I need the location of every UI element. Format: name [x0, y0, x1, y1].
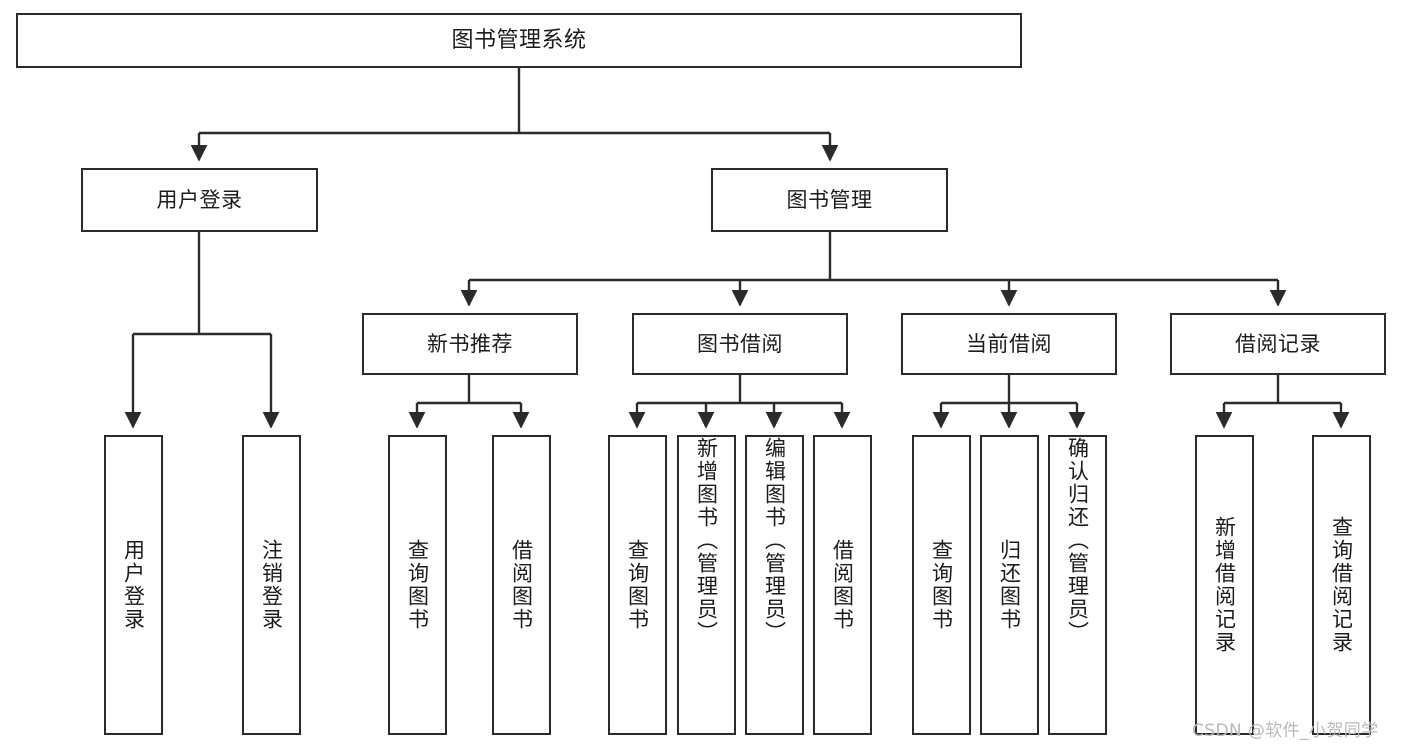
node-leaf-add-book[interactable]: 新增图书（管理员） — [677, 435, 736, 735]
node-leaf-borrow-book-1-label: 借阅图书 — [509, 539, 534, 631]
node-book-manage-label: 图书管理 — [786, 187, 873, 212]
node-leaf-borrow-book-2[interactable]: 借阅图书 — [813, 435, 872, 735]
node-leaf-add-book-label: 新增图书（管理员） — [694, 437, 719, 644]
node-new-book-rec[interactable]: 新书推荐 — [362, 313, 578, 375]
node-leaf-borrow-book-2-label: 借阅图书 — [830, 539, 855, 631]
node-leaf-confirm-return[interactable]: 确认归还（管理员） — [1048, 435, 1107, 735]
node-leaf-query-book-1-label: 查询图书 — [405, 539, 430, 631]
node-leaf-add-record[interactable]: 新增借阅记录 — [1195, 435, 1254, 735]
node-book-borrow-label: 图书借阅 — [697, 331, 783, 356]
node-leaf-edit-book-label: 编辑图书（管理员） — [762, 437, 787, 644]
node-leaf-user-logout[interactable]: 注销登录 — [242, 435, 301, 735]
node-borrow-record[interactable]: 借阅记录 — [1170, 313, 1386, 375]
node-leaf-confirm-return-label: 确认归还（管理员） — [1065, 437, 1090, 644]
node-leaf-query-book-2[interactable]: 查询图书 — [608, 435, 667, 735]
node-leaf-user-login-label: 用户登录 — [121, 539, 146, 631]
node-leaf-query-record[interactable]: 查询借阅记录 — [1312, 435, 1371, 735]
node-root-label: 图书管理系统 — [451, 27, 587, 53]
node-book-borrow[interactable]: 图书借阅 — [632, 313, 848, 375]
node-leaf-query-book-1[interactable]: 查询图书 — [388, 435, 447, 735]
node-new-book-rec-label: 新书推荐 — [427, 331, 513, 356]
node-book-manage[interactable]: 图书管理 — [711, 168, 948, 232]
node-leaf-return-book-label: 归还图书 — [997, 539, 1022, 631]
node-leaf-query-book-3[interactable]: 查询图书 — [912, 435, 971, 735]
node-user-login-label: 用户登录 — [156, 187, 243, 212]
node-leaf-query-book-3-label: 查询图书 — [929, 539, 954, 631]
node-leaf-borrow-book-1[interactable]: 借阅图书 — [492, 435, 551, 735]
node-root[interactable]: 图书管理系统 — [16, 13, 1022, 68]
node-leaf-return-book[interactable]: 归还图书 — [980, 435, 1039, 735]
node-leaf-add-record-label: 新增借阅记录 — [1212, 516, 1237, 654]
node-current-borrow[interactable]: 当前借阅 — [901, 313, 1117, 375]
node-current-borrow-label: 当前借阅 — [966, 331, 1052, 356]
node-leaf-query-book-2-label: 查询图书 — [625, 539, 650, 631]
node-leaf-user-logout-label: 注销登录 — [259, 539, 284, 631]
node-leaf-edit-book[interactable]: 编辑图书（管理员） — [745, 435, 804, 735]
node-user-login[interactable]: 用户登录 — [81, 168, 318, 232]
node-leaf-user-login[interactable]: 用户登录 — [104, 435, 163, 735]
node-borrow-record-label: 借阅记录 — [1235, 331, 1321, 356]
csdn-watermark: CSDN @软件_小贺同学 — [1192, 721, 1379, 741]
node-leaf-query-record-label: 查询借阅记录 — [1329, 516, 1354, 654]
